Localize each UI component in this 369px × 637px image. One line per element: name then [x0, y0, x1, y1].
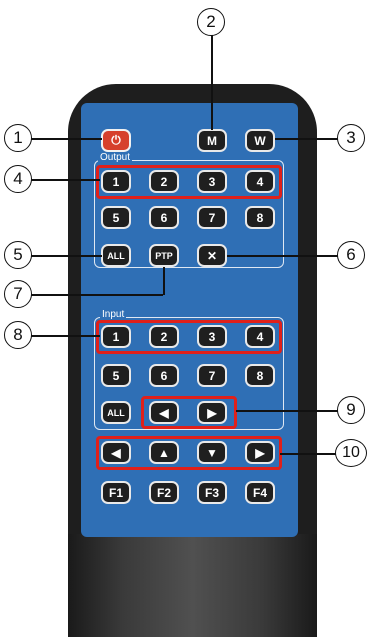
m-button[interactable]: M: [197, 129, 227, 152]
w-button[interactable]: W: [245, 129, 275, 152]
callout-8: 8: [4, 321, 32, 349]
callout-6: 6: [337, 241, 365, 269]
leader-line-2: [211, 34, 213, 130]
leader-line-1: [30, 138, 102, 140]
arrow-up-icon: ▲: [158, 445, 170, 460]
input-label: Input: [100, 309, 127, 320]
leader-line-4: [30, 179, 100, 181]
input-button-1[interactable]: 1: [101, 325, 131, 348]
arrow-left-icon: ◀: [111, 445, 121, 460]
nav-right-button[interactable]: ▶: [245, 441, 275, 464]
callout-3: 3: [337, 124, 365, 152]
highlight-input-1-4: [96, 320, 282, 354]
callout-9: 9: [337, 396, 365, 424]
close-icon: ✕: [206, 248, 218, 263]
leader-line-3: [275, 138, 338, 140]
highlight-nav-arrows: [96, 436, 282, 470]
input-button-8[interactable]: 8: [245, 364, 275, 387]
leader-line-5: [30, 255, 102, 257]
output-button-4[interactable]: 4: [245, 170, 275, 193]
output-label: Output: [98, 152, 133, 163]
output-button-5[interactable]: 5: [101, 206, 131, 229]
input-button-7[interactable]: 7: [197, 364, 227, 387]
callout-5: 5: [4, 241, 32, 269]
callout-1: 1: [4, 124, 32, 152]
leader-line-7a: [30, 294, 163, 296]
f3-button[interactable]: F3: [197, 481, 227, 504]
highlight-output-1-4: [96, 165, 282, 199]
remote-grip: [68, 534, 317, 637]
output-button-7[interactable]: 7: [197, 206, 227, 229]
output-button-3[interactable]: 3: [197, 170, 227, 193]
output-button-2[interactable]: 2: [149, 170, 179, 193]
leader-line-6: [227, 255, 338, 257]
output-button-8[interactable]: 8: [245, 206, 275, 229]
ptp-button[interactable]: PTP: [149, 244, 179, 267]
input-button-2[interactable]: 2: [149, 325, 179, 348]
leader-line-9: [236, 410, 338, 412]
output-all-button[interactable]: ALL: [101, 244, 131, 267]
input-next-button[interactable]: ▶: [197, 401, 227, 424]
output-group: [94, 160, 284, 268]
power-button[interactable]: ⏻: [101, 129, 131, 152]
leader-line-8: [30, 335, 100, 337]
callout-2: 2: [197, 8, 225, 36]
callout-4: 4: [4, 165, 32, 193]
f1-button[interactable]: F1: [101, 481, 131, 504]
input-button-6[interactable]: 6: [149, 364, 179, 387]
arrow-down-icon: ▼: [206, 445, 218, 460]
nav-up-button[interactable]: ▲: [149, 441, 179, 464]
triangle-right-icon: ▶: [207, 405, 217, 420]
input-button-5[interactable]: 5: [101, 364, 131, 387]
input-button-3[interactable]: 3: [197, 325, 227, 348]
f2-button[interactable]: F2: [149, 481, 179, 504]
f4-button[interactable]: F4: [245, 481, 275, 504]
power-icon: ⏻: [111, 133, 121, 147]
leader-line-7b: [163, 267, 165, 295]
input-all-button[interactable]: ALL: [101, 401, 131, 424]
arrow-right-icon: ▶: [255, 445, 265, 460]
output-button-6[interactable]: 6: [149, 206, 179, 229]
nav-down-button[interactable]: ▼: [197, 441, 227, 464]
callout-10: 10: [335, 439, 367, 467]
triangle-left-icon: ◀: [159, 405, 169, 420]
input-button-4[interactable]: 4: [245, 325, 275, 348]
callout-7: 7: [4, 280, 32, 308]
nav-left-button[interactable]: ◀: [101, 441, 131, 464]
input-prev-button[interactable]: ◀: [149, 401, 179, 424]
output-button-1[interactable]: 1: [101, 170, 131, 193]
leader-line-10: [280, 453, 338, 455]
clear-button[interactable]: ✕: [197, 244, 227, 267]
input-group: [94, 317, 284, 430]
highlight-input-arrows: [141, 396, 237, 429]
